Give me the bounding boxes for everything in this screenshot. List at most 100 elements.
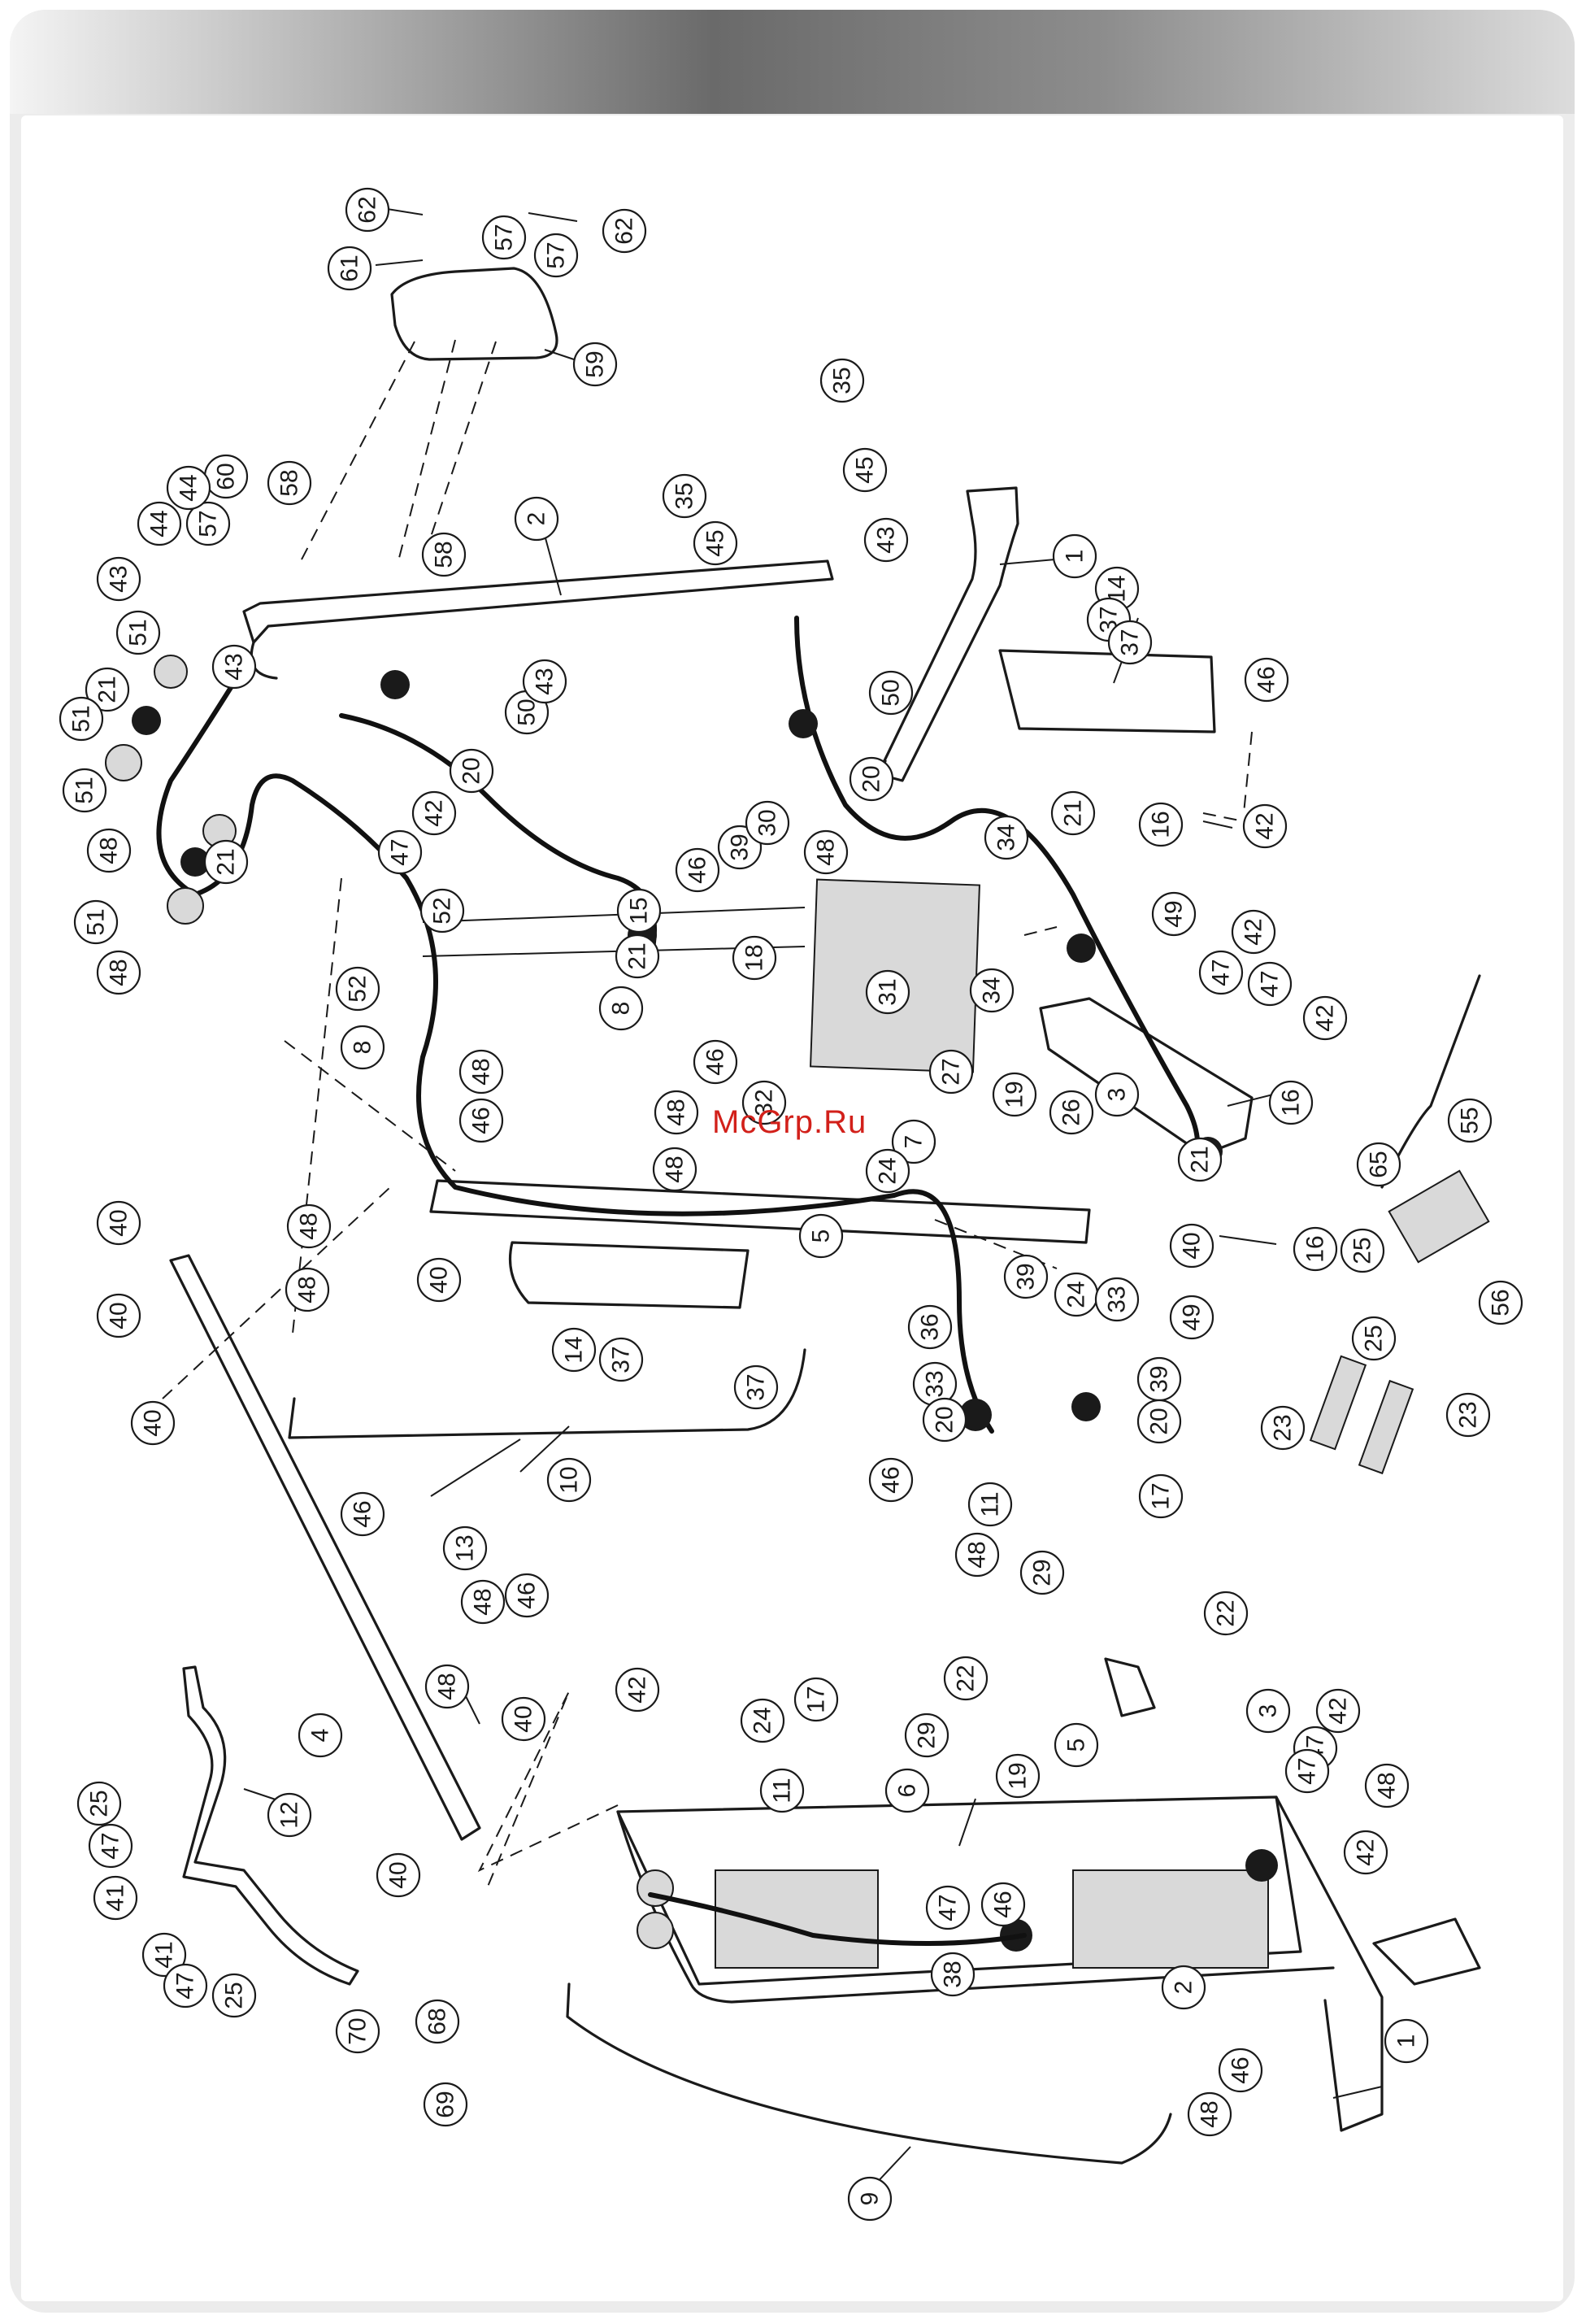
part-number: 60 [213,463,240,490]
part-number: 50 [878,679,905,706]
part-callout: 23 [1260,1405,1306,1451]
part-callout: 62 [345,187,390,233]
part-number: 48 [1374,1772,1401,1799]
part-number: 19 [1002,1081,1028,1108]
part-number: 47 [935,1894,962,1921]
part-callout: 17 [793,1677,839,1722]
part-callout: 42 [615,1667,660,1713]
part-number: 48 [468,1058,495,1085]
part-number: 4 [307,1729,334,1743]
part-callout: 36 [907,1304,953,1350]
part-number: 46 [1228,2056,1254,2083]
part-callout: 10 [546,1457,592,1503]
part-number: 21 [1187,1146,1214,1173]
part-callout: 46 [458,1098,504,1143]
part-callout: 48 [96,950,141,995]
part-callout: 40 [96,1200,141,1246]
part-number: 17 [1148,1482,1175,1509]
part-callout: 41 [141,1932,187,1978]
part-number: 55 [1457,1107,1484,1134]
part-callout: 42 [1343,1830,1388,1875]
part-callout: 42 [1302,995,1348,1041]
part-number: 29 [1029,1559,1056,1586]
part-number: 48 [296,1212,323,1239]
part-number: 57 [491,224,518,250]
part-number: 8 [350,1041,376,1055]
part-callout: 40 [376,1852,421,1898]
part-callout: 2 [514,496,559,542]
part-callout: 16 [1268,1080,1314,1125]
part-number: 15 [626,897,653,924]
part-number: 5 [1063,1739,1090,1752]
part-number: 7 [901,1135,928,1149]
part-callout: 3 [1094,1072,1140,1117]
part-number: 47 [387,838,414,865]
part-callout: 19 [992,1072,1037,1117]
part-number: 40 [511,1705,537,1732]
part-callout: 19 [995,1753,1041,1799]
part-callout: 48 [86,828,132,873]
part-number: 58 [276,469,303,496]
part-number: 18 [741,944,768,971]
part-callout: 34 [969,968,1015,1013]
part-callout: 47 [88,1823,133,1869]
part-number: 46 [514,1582,541,1608]
part-number: 44 [176,474,202,501]
part-callout: 47 [163,1963,208,2008]
part-number: 36 [917,1313,944,1340]
part-callout: 11 [759,1768,805,1813]
part-callout: 46 [340,1491,385,1537]
part-number: 69 [432,2091,459,2117]
part-number: 51 [83,908,110,935]
part-number: 41 [151,1941,178,1968]
part-number: 11 [977,1491,1004,1517]
part-number: 21 [94,676,121,703]
part-callout: 43 [211,644,257,690]
part-callout: 6 [884,1768,930,1813]
part-number: 42 [1353,1839,1380,1865]
part-callout: 51 [115,610,161,655]
part-number: 26 [1058,1099,1085,1125]
part-number: 57 [195,510,222,537]
part-callout: 1 [1384,2018,1429,2064]
part-number: 47 [1257,970,1284,997]
part-callout: 45 [693,520,738,566]
part-callout: 35 [819,358,865,403]
part-callout: 4 [298,1713,343,1758]
part-callout: 40 [1169,1223,1214,1269]
part-number: 46 [1254,666,1280,693]
part-number: 50 [514,699,541,725]
part-callout: 48 [954,1532,1000,1578]
header-bar [10,10,1575,114]
part-number: 11 [769,1778,796,1803]
part-callout: 48 [1364,1763,1410,1808]
part-callout: 60 [203,454,249,499]
part-number: 49 [1161,900,1188,927]
part-number: 24 [875,1157,902,1184]
part-number: 47 [98,1832,124,1859]
part-number: 52 [345,975,372,1002]
part-callout: 25 [1351,1316,1397,1361]
part-number: 38 [940,1961,967,1987]
lower-assembly [182,1665,1481,2165]
part-number: 43 [106,565,133,592]
part-callout: 42 [411,790,457,836]
part-number: 22 [953,1665,980,1691]
part-callout: 41 [93,1875,138,1921]
part-callout: 47 [1247,961,1293,1007]
part-number: 19 [1005,1762,1032,1789]
part-number: 51 [125,619,152,646]
part-number: 13 [452,1534,479,1561]
part-callout: 43 [863,517,909,563]
part-callout: 47 [925,1885,971,1930]
part-callout: 48 [654,1090,699,1135]
part-number: 57 [543,242,570,268]
part-number: 61 [337,255,363,281]
part-number: 31 [875,978,902,1005]
part-callout: 49 [1151,891,1197,937]
part-number: 16 [1278,1089,1305,1116]
part-number: 42 [1241,918,1267,945]
part-callout: 21 [1177,1137,1223,1182]
